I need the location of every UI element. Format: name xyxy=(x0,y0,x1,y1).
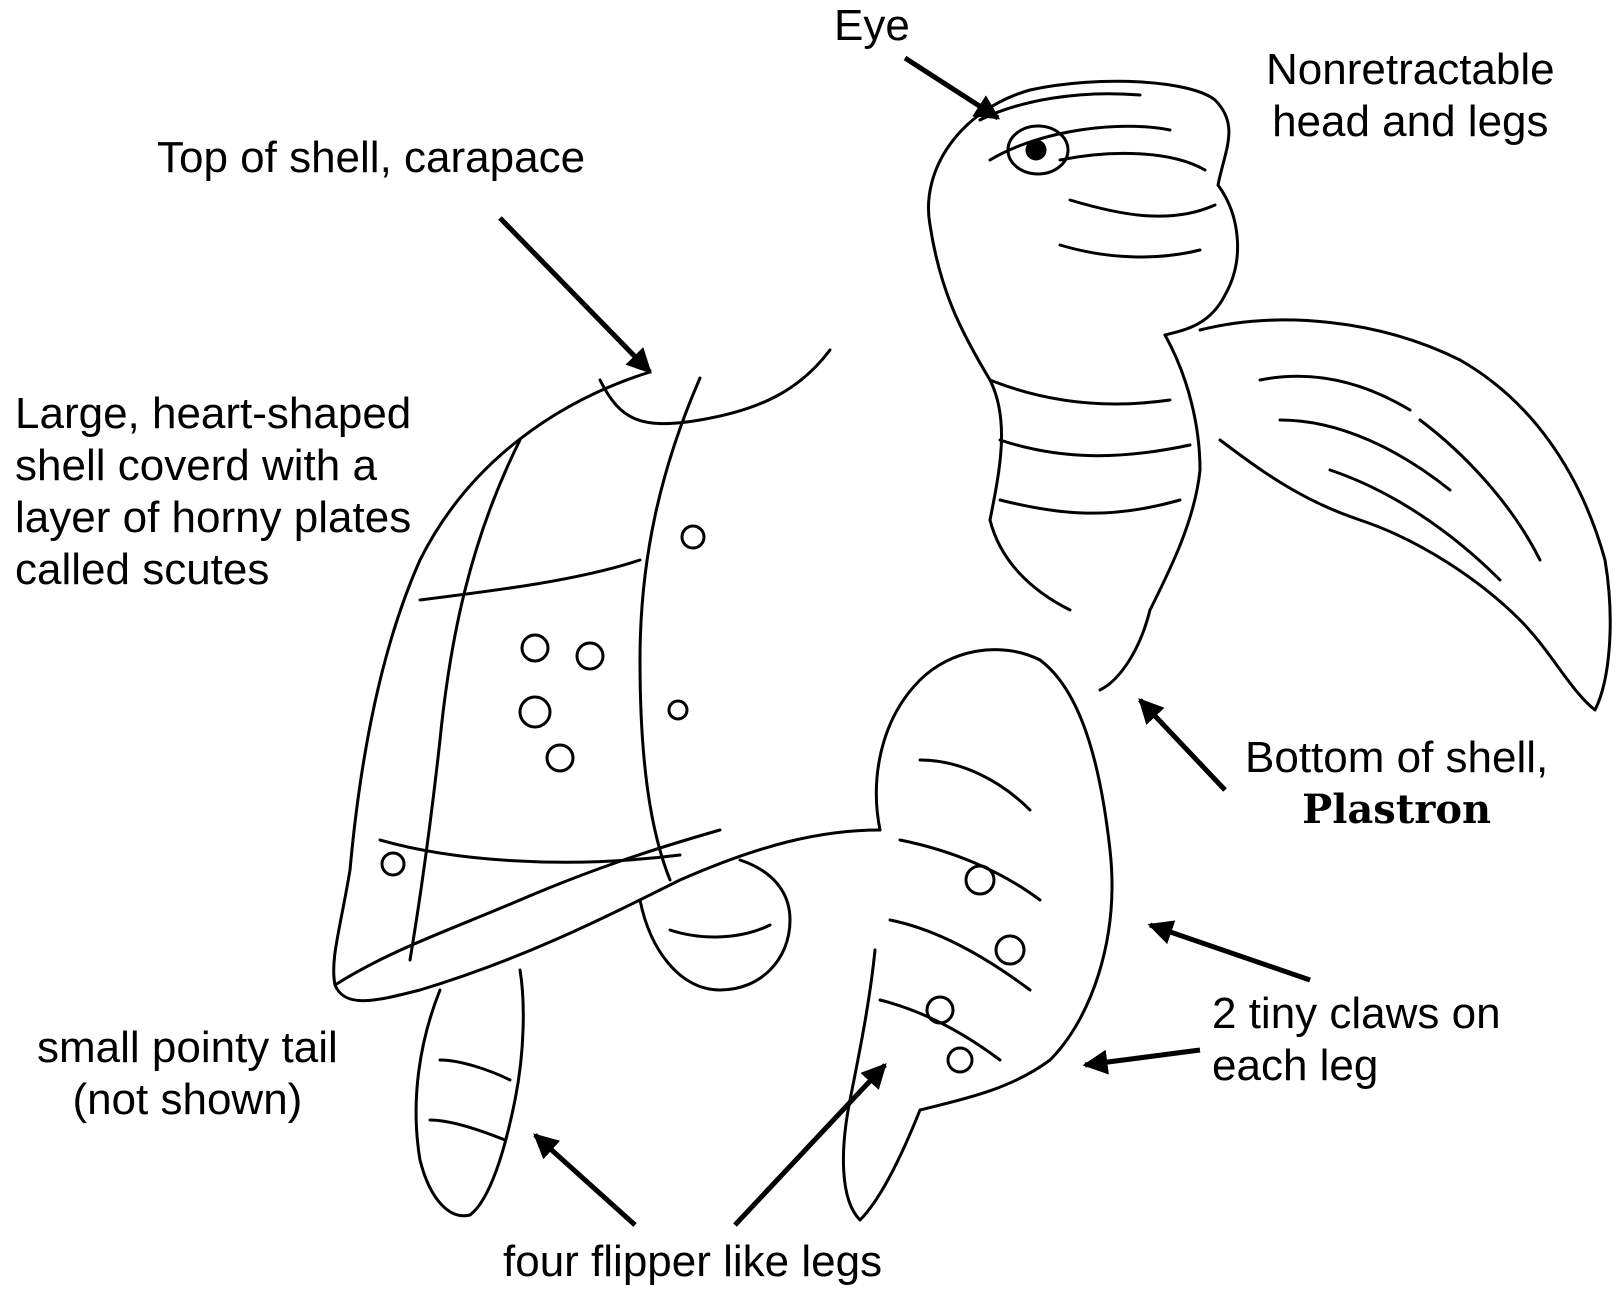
carapace-scute-line-5 xyxy=(600,350,830,424)
claws-arrow-upper xyxy=(1150,925,1310,980)
left-front-flipper xyxy=(843,650,1112,1220)
head-legs-label: Nonretractable head and legs xyxy=(1266,44,1555,148)
barnacle xyxy=(522,635,548,661)
plastron-label: Bottom of shell, Plastron xyxy=(1245,732,1548,836)
flippers-arrow-right xyxy=(735,1065,885,1225)
barnacle xyxy=(382,853,404,875)
tail-label: small pointy tail (not shown) xyxy=(37,1022,338,1126)
plastron-term: Plastron xyxy=(1245,784,1548,836)
left-front-flipper-scales xyxy=(880,760,1040,1060)
neck-folds xyxy=(990,380,1190,513)
barnacle xyxy=(577,643,603,669)
claws-arrow-lower xyxy=(1085,1050,1200,1065)
barnacle xyxy=(547,745,573,771)
carapace-scute-line-1 xyxy=(640,378,700,880)
plastron-arrow xyxy=(1140,700,1225,790)
eye-label: Eye xyxy=(834,0,910,52)
carapace-arrow xyxy=(500,218,650,372)
eye-arrow xyxy=(905,58,998,118)
flippers-label: four flipper like legs xyxy=(503,1236,882,1288)
barnacle xyxy=(669,701,687,719)
flippers-arrow-left xyxy=(535,1135,635,1225)
rear-left-flipper xyxy=(416,970,523,1216)
claws-label: 2 tiny claws on each leg xyxy=(1212,988,1501,1092)
flipper-scales xyxy=(1260,376,1540,580)
barnacle xyxy=(520,697,550,727)
plastron-edge xyxy=(990,520,1150,690)
carapace-scute-line-2 xyxy=(410,440,520,960)
neck xyxy=(930,225,1200,610)
carapace-outline xyxy=(334,372,880,1001)
shell-description-label: Large, heart-shaped shell coverd with a … xyxy=(15,388,411,596)
barnacle xyxy=(682,526,704,548)
carapace-scute-line-4 xyxy=(420,560,640,600)
head-outline xyxy=(928,81,1237,335)
carapace-label: Top of shell, carapace xyxy=(157,132,585,184)
jaw xyxy=(1060,153,1215,257)
